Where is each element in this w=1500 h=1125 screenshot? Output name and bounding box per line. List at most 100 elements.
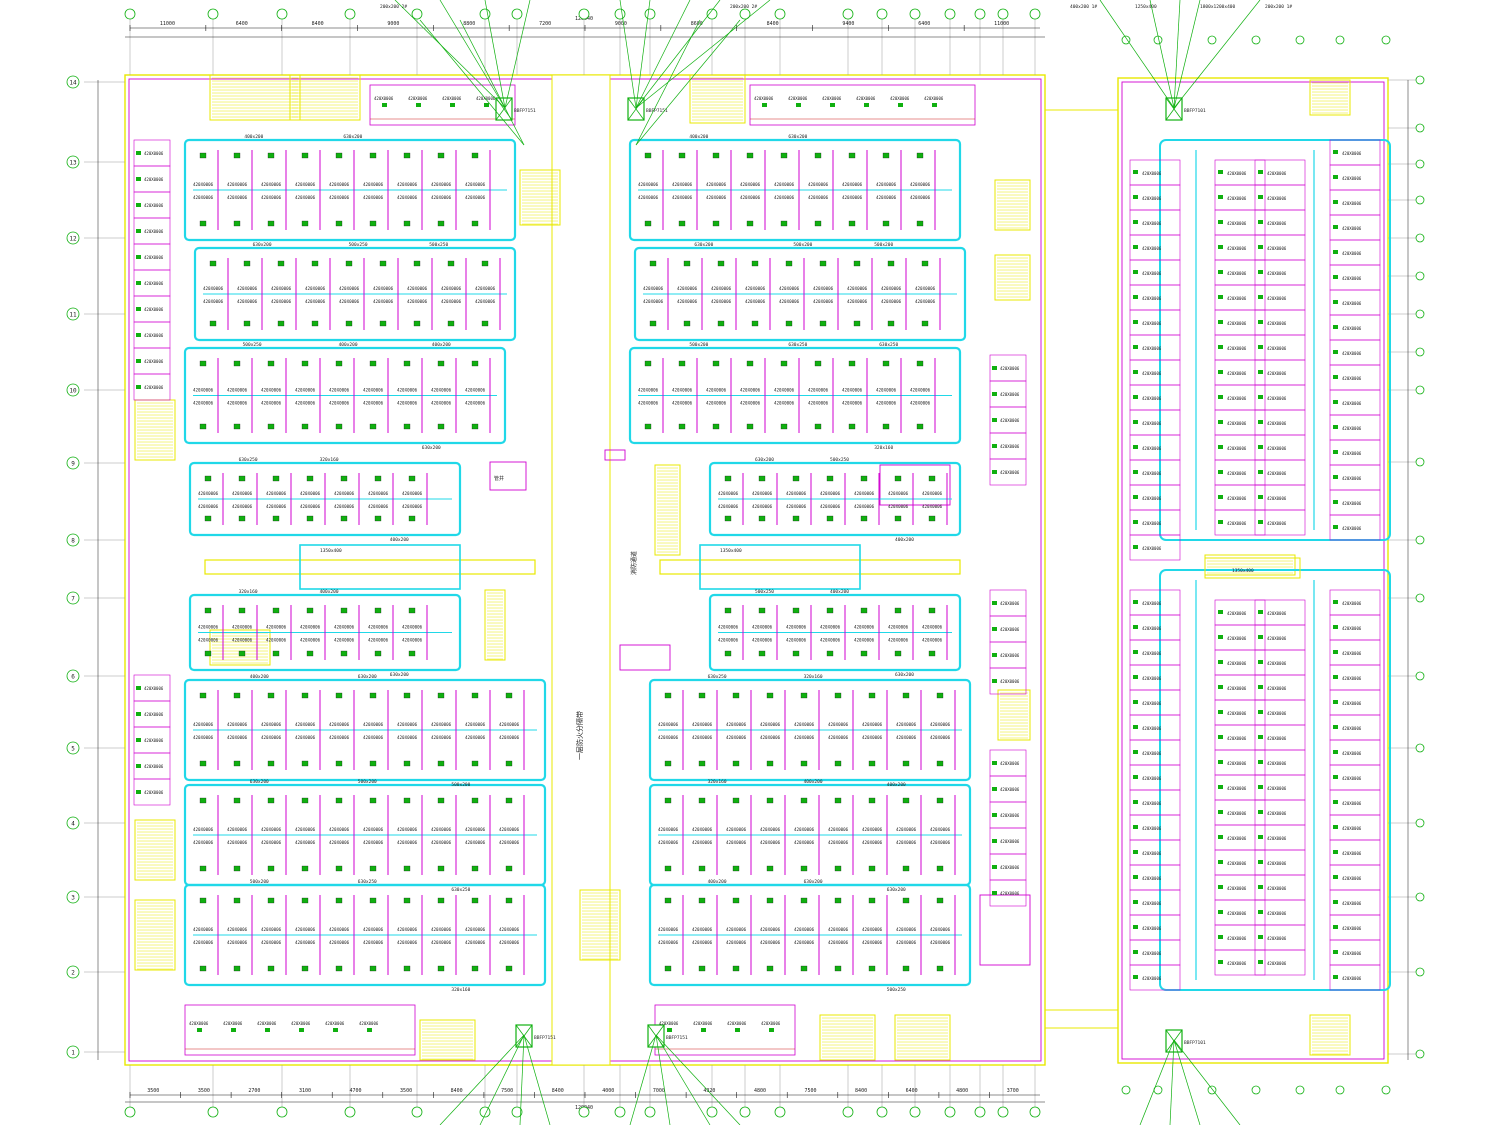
col-bubble-right-bottom (1295, 1085, 1305, 1095)
diffuser-tag: 420X0006 (726, 940, 747, 945)
diffuser-icon (1333, 850, 1338, 854)
dimension-text: 4000 (602, 1088, 614, 1094)
diffuser-icon (936, 692, 944, 699)
diffuser-icon (403, 760, 411, 767)
duct-size: 400x200 (804, 779, 823, 785)
leader-line (439, 1034, 525, 1125)
dimension-text: 8400 (552, 1088, 564, 1094)
axis-bubble (66, 591, 80, 605)
diffuser-tag: 420X0006 (1342, 351, 1362, 356)
diffuser-tag: 420X0006 (1142, 396, 1162, 401)
duct-size: 320x160 (451, 987, 470, 993)
diffuser-icon (848, 152, 856, 159)
diffuser-icon (272, 515, 280, 522)
diffuser-icon (667, 1028, 672, 1032)
diffuser-icon (231, 1028, 236, 1032)
diffuser-icon (649, 320, 657, 327)
axis-label: 14 (69, 80, 77, 87)
diffuser-icon (272, 650, 280, 657)
diffuser-icon (1218, 470, 1223, 474)
diffuser-tag: 420X0006 (1342, 501, 1362, 506)
diffuser-icon (301, 692, 309, 699)
diffuser-tag: 420X0006 (359, 1021, 379, 1026)
dimension-text: 3500 (147, 1088, 159, 1094)
diffuser-icon (992, 601, 997, 605)
diffuser-tag: 420X0006 (896, 722, 917, 727)
diffuser-tag: 420X0006 (1227, 321, 1247, 326)
diffuser-tag: 420X0006 (334, 625, 355, 630)
diffuser-tag: 420X0006 (329, 940, 350, 945)
stair-block (689, 74, 746, 124)
axis-bubble-right (1415, 457, 1425, 467)
diffuser-icon (199, 692, 207, 699)
diffuser-tag: 420X0006 (692, 722, 713, 727)
diffuser-icon (437, 220, 445, 227)
duct-size: 400x200 (320, 589, 339, 595)
diffuser-icon (340, 475, 348, 482)
duct-size: 630x250 (358, 879, 377, 885)
diffuser-tag: 420X0006 (363, 195, 384, 200)
diffuser-icon (471, 220, 479, 227)
diffuser-tag: 420X0006 (325, 1021, 345, 1026)
diffuser-icon (1218, 785, 1223, 789)
diffuser-tag: 420X0006 (820, 625, 841, 630)
diffuser-tag: 420X0006 (295, 840, 316, 845)
diffuser-tag: 420X0006 (261, 388, 282, 393)
diffuser-icon (1133, 470, 1138, 474)
diffuser-tag: 420X0006 (397, 735, 418, 740)
duct-size: 630x200 (887, 887, 906, 893)
diffuser-tag: 420X0006 (727, 1021, 747, 1026)
right-duct-loop-lower (1159, 569, 1391, 991)
duct-size: 400x200 (339, 342, 358, 348)
col-bubble-top (774, 8, 786, 20)
diffuser-tag: 420X0006 (1142, 246, 1162, 251)
dimension-text: 7500 (501, 1088, 513, 1094)
diffuser-icon (868, 865, 876, 872)
stair-block (994, 254, 1031, 301)
diffuser-icon (1133, 445, 1138, 449)
diffuser-tag: 420X0006 (1142, 626, 1162, 631)
diffuser-tag: 420X0006 (499, 722, 520, 727)
diffuser-icon (1133, 675, 1138, 679)
diffuser-tag: 420X0006 (881, 286, 902, 291)
duct-size: 630x200 (253, 242, 272, 248)
diffuser-icon (1133, 950, 1138, 954)
diffuser-tag: 420X0006 (295, 827, 316, 832)
diffuser-icon (267, 797, 275, 804)
diffuser-icon (1133, 750, 1138, 754)
diffuser-icon (698, 897, 706, 904)
building-walls (124, 74, 1389, 1066)
diffuser-icon (1218, 345, 1223, 349)
diffuser-tag: 420X0006 (658, 940, 679, 945)
diffuser-icon (1333, 475, 1338, 479)
diffuser-icon (724, 607, 732, 614)
diffuser-icon (732, 965, 740, 972)
diffuser-tag: 420X0006 (760, 827, 781, 832)
diffuser-icon (299, 1028, 304, 1032)
diffuser-icon (814, 423, 822, 430)
diffuser-icon (1133, 625, 1138, 629)
diffuser-icon (868, 760, 876, 767)
diffuser-tag: 420X0006 (198, 638, 219, 643)
diffuser-icon (1258, 295, 1263, 299)
diffuser-icon (382, 103, 387, 107)
diffuser-icon (800, 865, 808, 872)
duct-size: 630x250 (451, 887, 470, 893)
diffuser-tag: 420X0006 (431, 195, 452, 200)
diffuser-icon (853, 320, 861, 327)
diffuser-tag: 420X0006 (1227, 521, 1247, 526)
diffuser-tag: 420X0006 (1142, 876, 1162, 881)
right-building-shop (1329, 514, 1381, 541)
diffuser-tag: 420X0006 (1227, 471, 1247, 476)
diffuser-tag: 420X0006 (144, 712, 164, 717)
leader-line (504, 0, 531, 109)
diffuser-icon (1258, 345, 1263, 349)
diffuser-icon (233, 423, 241, 430)
diffuser-icon (860, 607, 868, 614)
axis-bubble (66, 816, 80, 830)
diffuser-icon (471, 897, 479, 904)
service-room (604, 449, 626, 461)
diffuser-tag: 420X0006 (193, 927, 214, 932)
diffuser-tag: 420X0006 (692, 940, 713, 945)
diffuser-tag: 420X0006 (828, 940, 849, 945)
